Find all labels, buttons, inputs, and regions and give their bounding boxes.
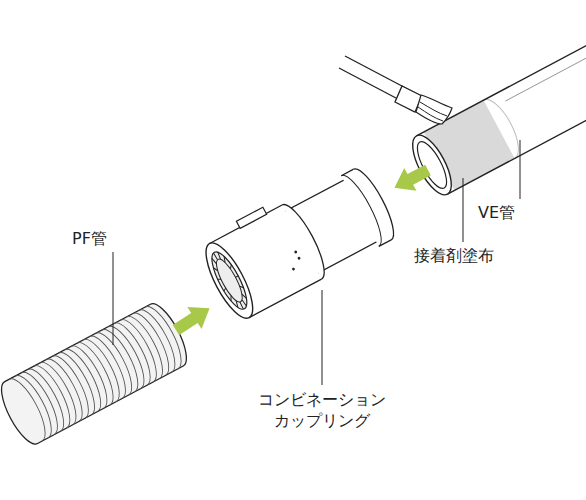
coupling-teeth xyxy=(212,256,247,305)
adhesive-brush xyxy=(418,102,447,121)
coupling-teeth xyxy=(242,299,246,306)
part-name-two-line: コンビネーション カップリング xyxy=(250,390,394,432)
adhesive-brush xyxy=(339,56,452,124)
coupling-teeth xyxy=(212,258,217,265)
pf-pipe xyxy=(0,299,194,450)
ve-pipe xyxy=(447,67,586,194)
part-name: 接着剤塗布 xyxy=(414,246,494,267)
coupling-teeth xyxy=(217,252,221,259)
coupling-teeth xyxy=(206,248,253,313)
ve-pipe xyxy=(405,9,586,200)
combination-coupling xyxy=(354,164,401,240)
leader-line xyxy=(322,290,323,385)
part-name: PF管 xyxy=(72,229,107,250)
leader-line xyxy=(113,252,114,345)
pf-corrugation xyxy=(9,301,188,441)
pf-pipe xyxy=(0,299,194,450)
part-name: VE管 xyxy=(478,203,515,224)
combination-coupling xyxy=(292,267,296,271)
insert-arrow xyxy=(388,159,434,200)
combination-coupling xyxy=(210,205,282,243)
combination-coupling xyxy=(249,279,321,317)
ve-pipe xyxy=(506,19,586,101)
combination-coupling xyxy=(294,250,298,254)
combination-coupling xyxy=(206,248,254,314)
combination-coupling xyxy=(282,199,332,279)
pf-corrugation xyxy=(145,301,188,368)
leader-line xyxy=(463,178,464,242)
combination-coupling xyxy=(236,207,266,228)
combination-coupling xyxy=(341,169,353,176)
combination-coupling xyxy=(194,156,402,324)
coupling-teeth xyxy=(240,302,244,309)
leader-line xyxy=(520,140,521,199)
insert-arrow xyxy=(169,297,217,341)
coupling-teeth xyxy=(214,253,218,260)
ve-pipe xyxy=(417,9,586,136)
ve-pipe xyxy=(412,138,452,192)
combination-coupling xyxy=(297,256,301,260)
adhesive-brush xyxy=(416,95,452,124)
insert-arrow xyxy=(169,297,217,341)
insert-arrow xyxy=(388,159,434,200)
leader-line xyxy=(113,140,520,385)
